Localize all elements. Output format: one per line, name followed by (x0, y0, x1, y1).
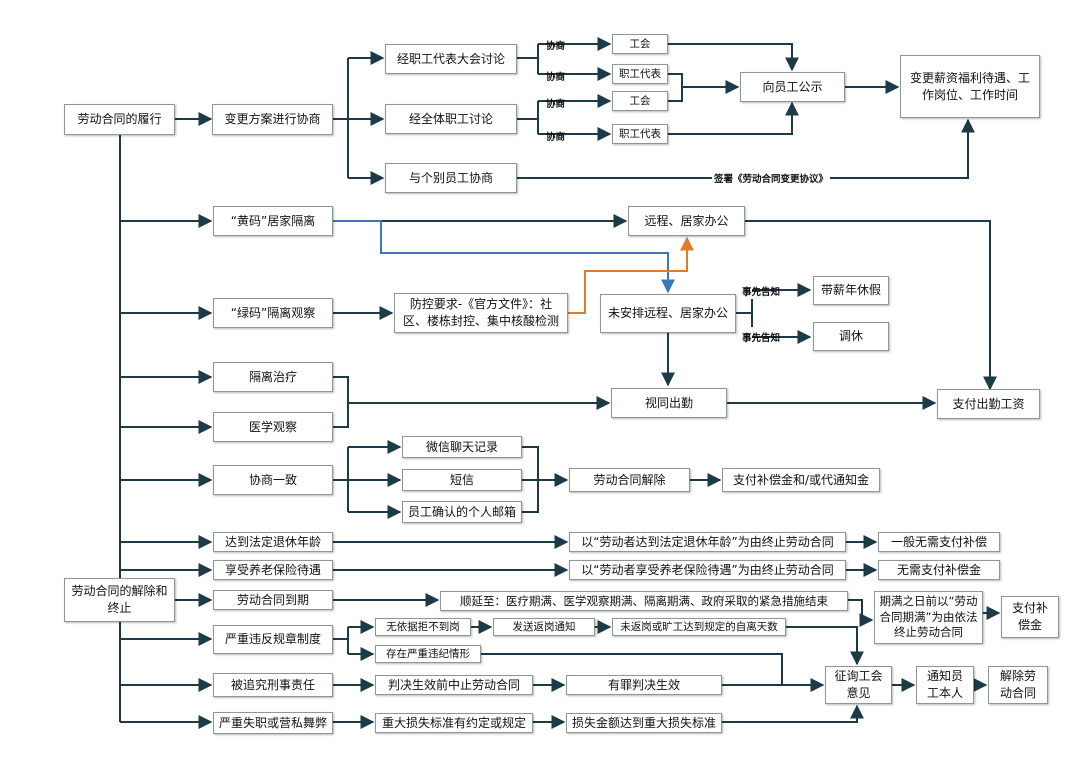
contract-expire-node: 劳动合同到期 (213, 590, 333, 610)
compensation-node: 支付补偿金和/或代通知金 (722, 468, 880, 492)
prior-notice-label: 事先告知 (742, 287, 781, 298)
return-notice-node: 发送返岗通知 (493, 618, 595, 636)
terminate-contract-node: 解除劳动合同 (988, 666, 1048, 704)
pay-compensation-node: 支付补偿金 (1001, 596, 1059, 638)
change-result-node: 变更薪资福利待遇、工作岗位、工作时间 (900, 55, 1040, 118)
green-code-node: “绿码”隔离观察 (213, 298, 333, 328)
pension-end-node: 以“劳动者享受养老保险待遇”为由终止劳动合同 (569, 560, 846, 580)
all-staff-discussion-node: 经全体职工讨论 (385, 104, 517, 134)
union-node-b: 工会 (612, 91, 668, 111)
serious-violation-node: 严重违反规章制度 (213, 625, 333, 654)
criminal-liability-node: 被追究刑事责任 (213, 673, 333, 697)
publicize-node: 向员工公示 (740, 72, 845, 102)
union-opinion-node: 征询工会意见 (825, 666, 892, 704)
consult-label: 协商 (546, 41, 566, 52)
consult-label: 协商 (546, 99, 566, 110)
consult-label: 协商 (546, 72, 566, 83)
loss-standard-node: 重大损失标准有约定或规定 (375, 713, 533, 733)
workers-congress-node: 经职工代表大会讨论 (385, 44, 517, 74)
pay-wages-node: 支付出勤工资 (937, 389, 1040, 419)
expire-termination-node: 期满之日前以“劳动合同期满”为由依法终止劳动合同 (874, 591, 983, 644)
remote-work-node: 远程、居家办公 (628, 206, 745, 236)
retirement-end-node: 以“劳动者达到法定退休年龄”为由终止劳动合同 (569, 532, 846, 552)
sms-node: 短信 (402, 469, 522, 491)
retirement-result-node: 一般无需支付补偿 (878, 532, 1000, 552)
not-returned-node: 未返岗或旷工达到规定的自离天数 (612, 618, 786, 636)
misconduct-node: 严重失职或营私舞弊 (213, 712, 333, 734)
pension-result-node: 无需支付补偿金 (878, 560, 1000, 580)
sign-agreement-label: 签署《劳动合同变更协议》 (712, 171, 831, 185)
guilty-verdict-node: 有罪判决生效 (566, 675, 722, 695)
pension-node: 享受养老保险待遇 (213, 560, 333, 580)
contract-dissolve-node: 劳动合同解除 (569, 468, 690, 492)
no-remote-work-node: 未安排远程、居家办公 (600, 294, 736, 333)
yellow-code-node: “黄码”居家隔离 (213, 206, 333, 236)
consult-label: 协商 (546, 132, 566, 143)
worker-rep-node-b: 职工代表 (612, 124, 668, 144)
extension-node: 顺延至：医疗期满、医学观察期满、隔离期满、政府采取的紧急措施结束 (440, 591, 848, 611)
mutual-agreement-node: 协商一致 (213, 465, 333, 495)
termination-root-node: 劳动合同的解除和终止 (64, 578, 175, 622)
loss-reached-node: 损失金额达到重大损失标准 (566, 713, 722, 733)
paid-annual-leave-node: 带薪年休假 (813, 276, 889, 305)
retirement-age-node: 达到法定退休年龄 (213, 532, 333, 552)
prior-notice-label: 事先告知 (742, 333, 781, 344)
contract-performance-node: 劳动合同的履行 (64, 104, 175, 135)
notify-employee-node: 通知员工本人 (916, 666, 974, 704)
absent-without-basis-node: 无依据拒不到岗 (375, 618, 471, 636)
union-node-a: 工会 (612, 34, 668, 54)
medical-observation-node: 医学观察 (213, 412, 333, 442)
deemed-attendance-node: 视同出勤 (611, 388, 727, 418)
suspend-contract-node: 判决生效前中止劳动合同 (375, 675, 533, 695)
compensatory-leave-node: 调休 (813, 322, 889, 351)
isolation-treatment-node: 隔离治疗 (213, 362, 333, 392)
negotiate-change-node: 变更方案进行协商 (212, 104, 333, 135)
prevention-policy-node: 防控要求-《官方文件》：社区、楼栋封控、集中核酸检测 (394, 293, 568, 333)
personal-email-node: 员工确认的个人邮箱 (402, 501, 522, 523)
discipline-breach-node: 存在严重违纪情形 (375, 645, 481, 663)
worker-rep-node-a: 职工代表 (612, 64, 668, 84)
individual-negotiation-node: 与个别员工协商 (385, 163, 517, 193)
wechat-record-node: 微信聊天记录 (402, 436, 522, 458)
